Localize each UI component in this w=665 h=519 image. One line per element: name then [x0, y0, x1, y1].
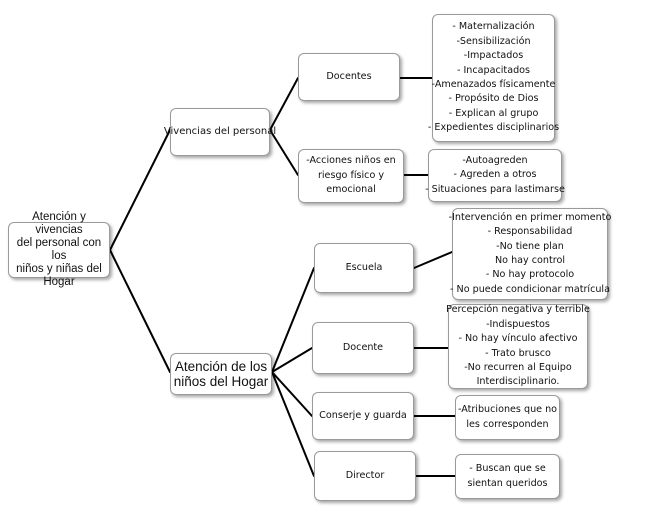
detail-item: -Indispuestos [486, 318, 550, 330]
root-line: Hogar [43, 276, 75, 288]
detail-item: -Atribuciones que no [457, 404, 558, 416]
acciones-line: riesgo físico y [317, 169, 385, 181]
acciones-node: -Acciones niños en riesgo físico y emoci… [298, 149, 404, 203]
detail-item: -Sensibilización [456, 35, 531, 47]
docentes-node: Docentes [298, 53, 400, 101]
atencion-line: Atención de los [174, 358, 268, 374]
detail-item: - Situaciones para lastimarse [425, 183, 565, 195]
detail-item: -Intervención en primer momento [448, 211, 612, 223]
detail-item: - Explican al grupo [448, 107, 539, 119]
escuela-details: -Intervención en primer momento - Respon… [449, 208, 611, 300]
connector [271, 371, 315, 477]
conserje-node: Conserje y guarda [312, 392, 414, 440]
acciones-line: -Acciones niños en [306, 155, 396, 167]
root-node: Atención y vivencias del personal con lo… [8, 211, 110, 288]
detail-item: Percepción negativa y terrible [446, 304, 590, 316]
detail-item: - Buscan que se [469, 463, 546, 475]
conserje-details: -Atribuciones que no les corresponden [455, 395, 560, 440]
detail-item: -Autoagreden [462, 154, 528, 166]
connector [413, 251, 453, 269]
connector [109, 249, 171, 373]
escuela-label: Escuela [345, 261, 383, 273]
detail-item: - No hay protocolo [485, 269, 575, 281]
detail-item: sientan queridos [467, 477, 548, 489]
detail-item: - No hay vínculo afectivo [458, 333, 578, 345]
connector [271, 347, 313, 373]
vivencias-label: Vivencias del personal [163, 125, 277, 137]
director-label: Director [345, 469, 385, 481]
detail-item: les corresponden [466, 418, 549, 430]
detail-item: -Amenazados físicamente [431, 79, 556, 90]
docente-node: Docente [312, 322, 414, 374]
acciones-details: -Autoagreden - Agreden a otros - Situaci… [425, 149, 565, 202]
detail-item: - Expedientes disciplinarios [427, 122, 560, 134]
root-line: niños y niñas del [16, 263, 102, 275]
docentes-label: Docentes [326, 70, 372, 82]
connector [109, 129, 171, 251]
detail-item: - Maternalización [452, 21, 535, 33]
detail-item: - Incapacitados [456, 64, 531, 76]
director-details: - Buscan que se sientan queridos [455, 454, 560, 499]
docente-details: Percepción negativa y terrible -Indispue… [446, 304, 590, 389]
detail-item: - No puede condicionar matrícula [450, 283, 610, 295]
detail-item: - Agreden a otros [453, 169, 537, 181]
connector [269, 77, 299, 131]
acciones-line: emocional [326, 184, 376, 196]
docentes-details: - Maternalización -Sensibilización -Impa… [428, 14, 559, 142]
connector [271, 267, 315, 373]
connector [269, 129, 299, 176]
root-line: Atención y vivencias [32, 211, 86, 236]
detail-item: -No tiene plan [496, 240, 564, 252]
vivencias-node: Vivencias del personal [164, 108, 276, 156]
connector [271, 371, 313, 417]
root-line: del personal con los [16, 237, 102, 262]
conserje-label: Conserje y guarda [319, 409, 407, 421]
detail-item: - Responsabilidad [487, 226, 573, 238]
docente-label: Docente [342, 341, 384, 353]
detail-item: -No recurren al Equipo [464, 361, 572, 373]
detail-item: - Propósito de Dios [448, 93, 539, 105]
atencion-node: Atención de los niños del Hogar [170, 353, 272, 395]
detail-item: No hay control [494, 255, 566, 266]
detail-item: -Impactados [463, 50, 524, 62]
director-node: Director [314, 451, 416, 501]
atencion-line: niños del Hogar [173, 374, 269, 389]
detail-item: - Trato brusco [485, 347, 551, 359]
escuela-node: Escuela [314, 243, 414, 293]
detail-item: Interdisciplinario. [476, 376, 560, 388]
